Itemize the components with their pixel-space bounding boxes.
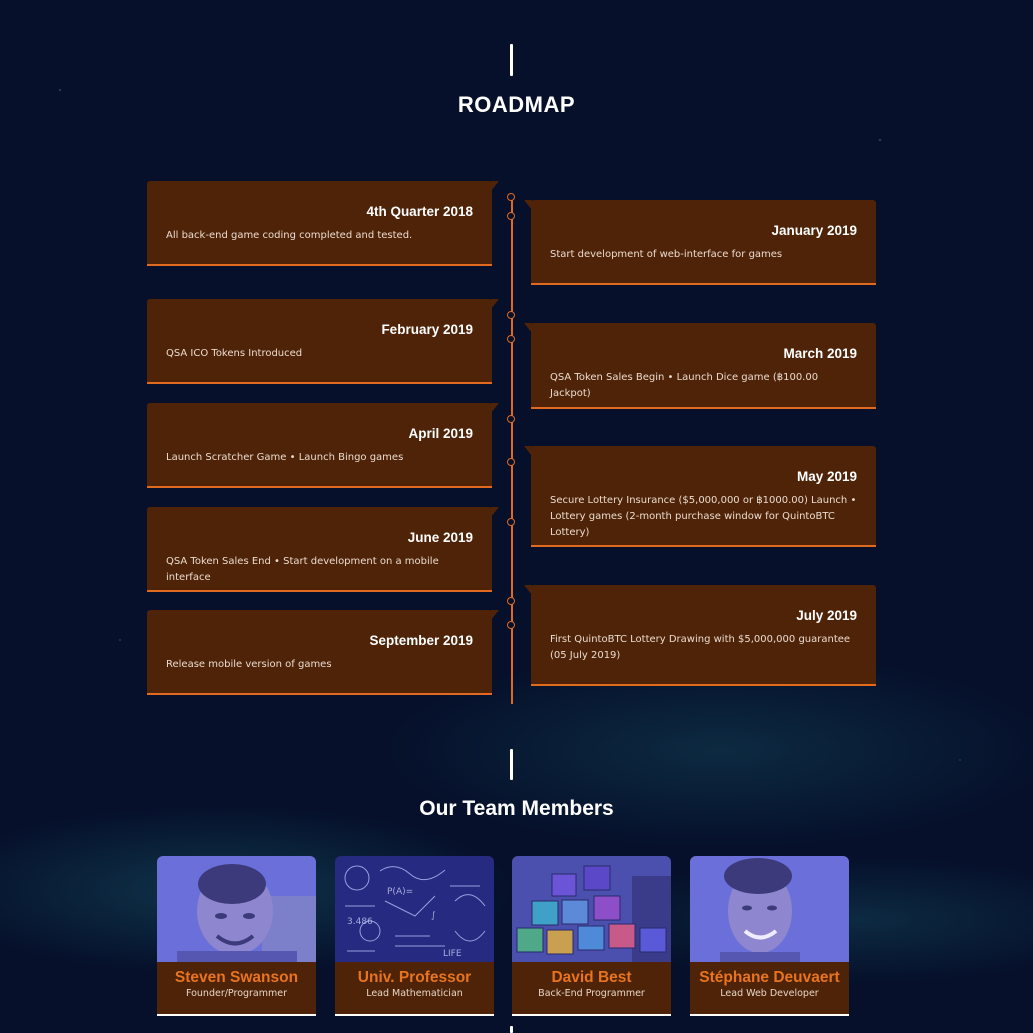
team-member-card[interactable]: Stéphane Deuvaert Lead Web Developer bbox=[690, 856, 849, 1016]
svg-text:3.486: 3.486 bbox=[347, 917, 373, 927]
member-role: Back-End Programmer bbox=[538, 988, 645, 999]
roadmap-card-desc: Launch Scratcher Game • Launch Bingo gam… bbox=[166, 452, 404, 463]
roadmap-card-desc: Start development of web-interface for g… bbox=[550, 249, 783, 260]
roadmap-card: May 2019 Secure Lottery Insurance ($5,00… bbox=[524, 446, 876, 547]
svg-text:LIFE: LIFE bbox=[443, 949, 462, 959]
roadmap-card-desc: All back-end game coding completed and t… bbox=[166, 230, 413, 241]
roadmap-card-desc: QSA Token Sales End • Start development … bbox=[166, 556, 439, 583]
team-title: Our Team Members bbox=[419, 797, 614, 820]
roadmap-card: January 2019 Start development of web-in… bbox=[524, 200, 876, 285]
roadmap-card-title: February 2019 bbox=[381, 322, 473, 337]
member-name: David Best bbox=[551, 969, 632, 986]
member-role: Lead Web Developer bbox=[720, 988, 819, 999]
timeline-dot bbox=[507, 621, 515, 629]
member-name: Stéphane Deuvaert bbox=[699, 969, 840, 986]
roadmap-card-title: 4th Quarter 2018 bbox=[366, 204, 473, 219]
section-divider-team bbox=[510, 749, 513, 780]
roadmap-card-desc: QSA Token Sales Begin • Launch Dice game… bbox=[550, 372, 819, 399]
member-name: Steven Swanson bbox=[174, 969, 299, 986]
timeline-dot bbox=[507, 311, 515, 319]
timeline-dot bbox=[507, 335, 515, 343]
timeline-dot bbox=[507, 212, 515, 220]
roadmap-card-desc: First QuintoBTC Lottery Drawing with $5,… bbox=[550, 634, 851, 661]
roadmap-card: April 2019 Launch Scratcher Game • Launc… bbox=[147, 403, 499, 488]
roadmap-title: ROADMAP bbox=[457, 92, 576, 117]
section-divider-top bbox=[510, 44, 513, 76]
timeline-dot bbox=[507, 518, 515, 526]
team-member-card[interactable]: P(A)= ∫ 3.486 LIFE Univ. Professor Lead … bbox=[335, 856, 494, 1016]
roadmap-card-title: April 2019 bbox=[408, 426, 473, 441]
roadmap-card-title: March 2019 bbox=[783, 346, 857, 361]
team-member-card[interactable]: Steven Swanson Founder/Programmer bbox=[157, 856, 316, 1016]
roadmap-card-title: January 2019 bbox=[771, 223, 857, 238]
timeline-dot bbox=[507, 415, 515, 423]
roadmap-card-desc: Release mobile version of games bbox=[166, 659, 332, 670]
roadmap-card-desc: QSA ICO Tokens Introduced bbox=[166, 348, 303, 359]
member-role: Lead Mathematician bbox=[366, 988, 463, 999]
roadmap-card: February 2019 QSA ICO Tokens Introduced bbox=[147, 299, 499, 384]
roadmap-card: September 2019 Release mobile version of… bbox=[147, 610, 499, 695]
timeline-dot bbox=[507, 458, 515, 466]
timeline-dot bbox=[507, 193, 515, 201]
roadmap-card-title: September 2019 bbox=[369, 633, 473, 648]
team-member-card[interactable]: David Best Back-End Programmer bbox=[512, 856, 671, 1016]
member-photo bbox=[512, 856, 671, 962]
member-name: Univ. Professor bbox=[357, 969, 472, 986]
svg-text:P(A)=: P(A)= bbox=[387, 887, 413, 897]
section-divider-bottom bbox=[510, 1026, 513, 1033]
member-photo: P(A)= ∫ 3.486 LIFE bbox=[335, 856, 494, 962]
timeline-line bbox=[511, 196, 513, 704]
member-photo bbox=[157, 856, 316, 962]
member-role: Founder/Programmer bbox=[185, 988, 288, 999]
roadmap-card: July 2019 First QuintoBTC Lottery Drawin… bbox=[524, 585, 876, 686]
roadmap-card: March 2019 QSA Token Sales Begin • Launc… bbox=[524, 323, 876, 409]
roadmap-card-title: July 2019 bbox=[796, 608, 857, 623]
roadmap-card: 4th Quarter 2018 All back-end game codin… bbox=[147, 181, 499, 266]
svg-text:∫: ∫ bbox=[431, 911, 436, 921]
timeline-dot bbox=[507, 597, 515, 605]
member-photo bbox=[690, 856, 849, 962]
roadmap-card: June 2019 QSA Token Sales End • Start de… bbox=[147, 507, 499, 592]
roadmap-card-title: May 2019 bbox=[796, 469, 857, 484]
roadmap-card-desc: Secure Lottery Insurance ($5,000,000 or … bbox=[550, 495, 857, 538]
roadmap-card-title: June 2019 bbox=[407, 530, 473, 545]
